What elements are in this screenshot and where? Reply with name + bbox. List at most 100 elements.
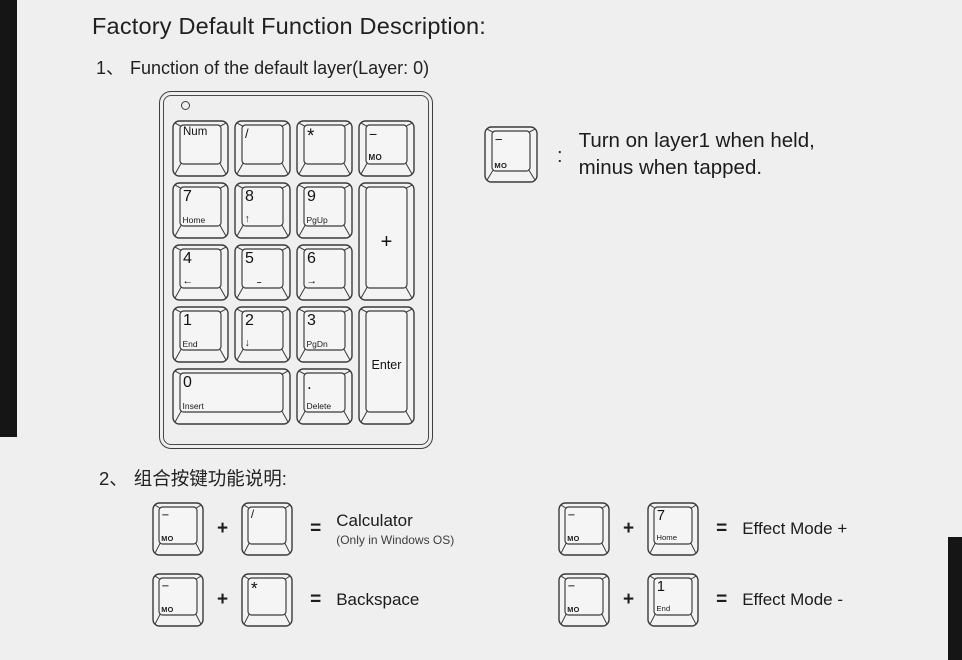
equals-sign: = (716, 589, 728, 610)
section1-heading: 1、Function of the default layer(Layer: 0… (96, 54, 429, 80)
numpad-inner-outline (163, 95, 429, 445)
equals-sign: = (310, 518, 322, 539)
keycap-shape (172, 244, 229, 301)
key-main-legend: 5 (245, 250, 254, 267)
key-sub-legend: Delete (306, 400, 332, 411)
equals-sign: = (716, 518, 728, 539)
equals-sign: = (310, 589, 322, 610)
keycap-shape (234, 306, 291, 363)
key-main-legend: / (250, 506, 255, 521)
key-5: 5– (234, 244, 291, 301)
key-main-legend: 8 (245, 188, 254, 205)
keycap-shape (172, 306, 229, 363)
plus-sign: + (217, 589, 229, 610)
combo-key-slot: − MO (152, 573, 204, 627)
section2-number: 2、 (99, 468, 128, 489)
key-sub-legend: – (256, 276, 262, 287)
key-sub-legend: MO (567, 604, 580, 614)
key-plus: + (358, 182, 415, 301)
plus-sign: + (623, 518, 635, 539)
key-main-legend: − (161, 506, 170, 522)
key-sub-legend: MO (161, 604, 174, 614)
key-sub-legend: ↑ (244, 212, 250, 225)
key-main-legend: 1 (183, 312, 192, 329)
keycap-shape (358, 120, 415, 177)
key-main-legend: . (307, 374, 312, 393)
key-4: 4← (172, 244, 229, 301)
keycap-shape (296, 306, 353, 363)
key-main-legend: − (567, 577, 576, 593)
combo-key-slot: − MO (558, 573, 610, 627)
keycap-shape (558, 502, 610, 556)
key-sub-legend: → (306, 274, 318, 287)
keycap-shape (241, 502, 293, 556)
note-separator: : (557, 145, 563, 167)
key-sub-legend: Home (656, 533, 678, 543)
key-main-legend: − (494, 131, 503, 147)
key-2: 2↓ (234, 306, 291, 363)
keycap-shape (296, 368, 353, 425)
key-sub-legend: ↓ (244, 336, 250, 349)
combo-row: −MO+/=Calculator(Only in Windows OS) (152, 502, 454, 556)
key-star: * (241, 573, 293, 627)
key-main-legend: * (250, 577, 258, 598)
key-main-legend: / (245, 126, 249, 141)
keycap-shape (172, 368, 291, 425)
section2-heading: 2、组合按键功能说明: (99, 465, 287, 491)
section1-text: Function of the default layer(Layer: 0) (130, 58, 430, 78)
note-line2: minus when tapped. (578, 155, 763, 179)
keycap-shape (558, 573, 610, 627)
key-sub-legend: End (656, 604, 671, 614)
key-num: Num (172, 120, 229, 177)
key-sub-legend: MO (494, 160, 508, 170)
key-enter: Enter (358, 306, 415, 425)
key-main-legend: 7 (656, 507, 665, 524)
key-sub-legend: ← (182, 274, 194, 287)
key-main-legend: − (161, 577, 170, 593)
combo-result-label: Effect Mode - (742, 589, 844, 609)
key-main-legend: Enter (371, 358, 402, 373)
key-star: * (296, 120, 353, 177)
keycap-shape (172, 120, 229, 177)
keycap-shape (296, 120, 353, 177)
section1-number: 1、 (96, 58, 125, 78)
keycap-shape (296, 244, 353, 301)
key-sub-legend: MO (567, 533, 580, 543)
keycap-shape (241, 573, 293, 627)
combo-result-label: Backspace (336, 589, 420, 609)
led-indicator-icon (181, 101, 190, 110)
keycap-shape (296, 182, 353, 239)
key-slash: / (241, 502, 293, 556)
key-main-legend: 4 (183, 250, 192, 267)
key-sub-legend: PgUp (306, 214, 328, 225)
key-mo: − MO (484, 126, 538, 183)
keycap-shape (647, 573, 699, 627)
key-main-legend: Num (183, 126, 208, 138)
combo-result-label: Calculator (336, 511, 413, 531)
key-main-legend: − (567, 506, 576, 522)
key-main-legend: 0 (183, 374, 192, 391)
key-sub-legend: Home (182, 214, 206, 225)
combo-key-slot: −MO (152, 502, 204, 556)
plus-sign: + (623, 589, 635, 610)
key-sub-legend: MO (368, 153, 382, 162)
right-edge-bar (948, 537, 962, 660)
key-main-legend: + (380, 230, 393, 253)
key-main-legend: 3 (307, 312, 316, 329)
key-dot: . Delete (296, 368, 353, 425)
combo-result: Backspace (336, 590, 419, 610)
keycap-shape (152, 573, 204, 627)
keycap-shape (234, 182, 291, 239)
key-main-legend: 2 (245, 312, 254, 329)
keycap-shape (234, 244, 291, 301)
